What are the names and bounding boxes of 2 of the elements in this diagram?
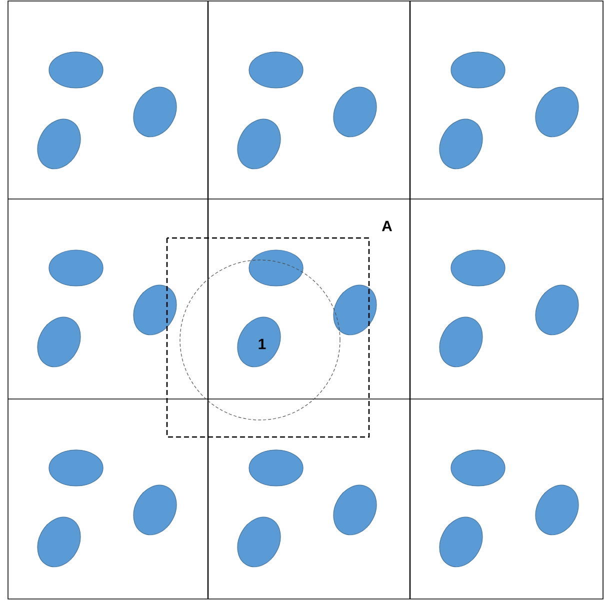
region-label: A	[382, 220, 392, 232]
callout-number: 1	[258, 338, 266, 350]
